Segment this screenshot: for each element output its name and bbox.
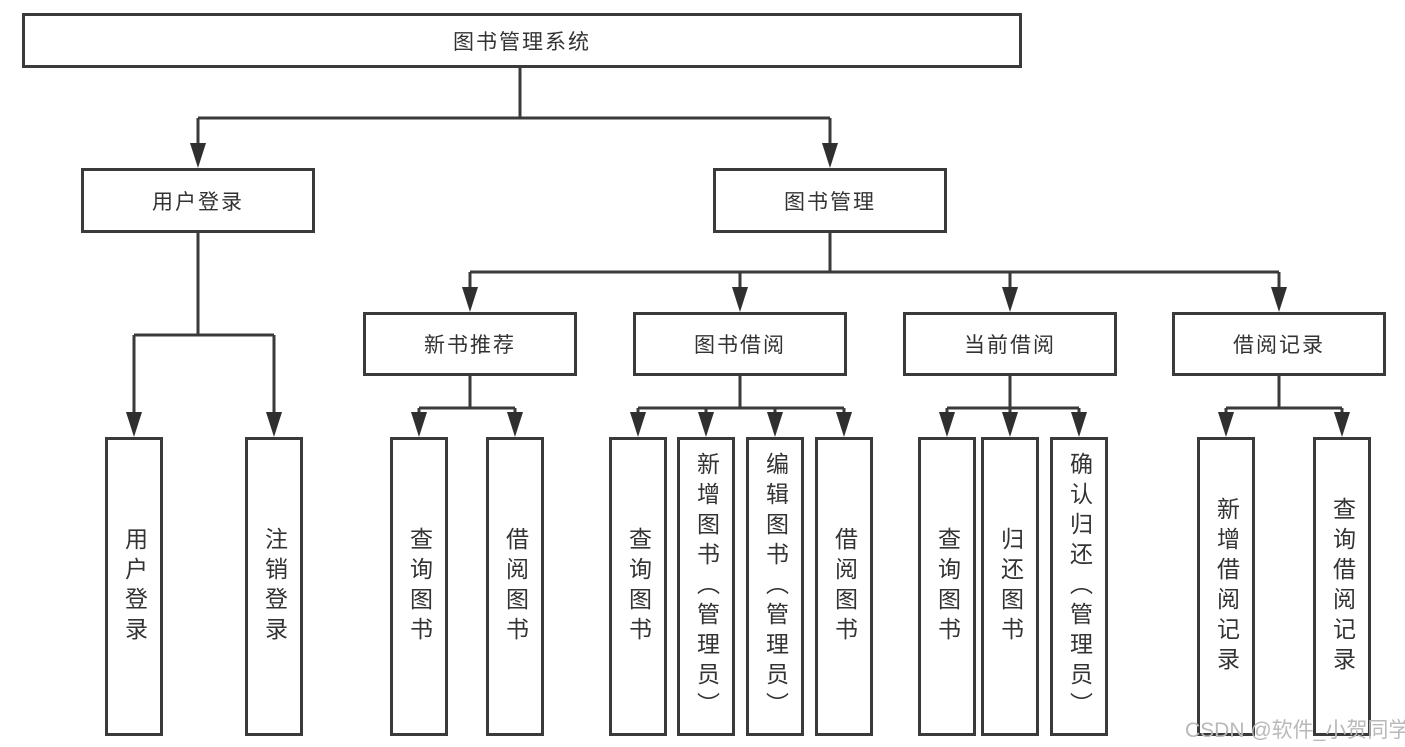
leaf-return-books: 归还图书	[981, 437, 1039, 736]
node-new-book-recommend: 新书推荐	[363, 312, 577, 376]
leaf-confirm-return-admin: 确认归还（管理员）	[1050, 437, 1108, 736]
leaf-recommend-query-books-label: 查询图书	[406, 526, 433, 647]
node-library-system: 图书管理系统	[22, 13, 1022, 68]
leaf-edit-books-admin-label: 编辑图书（管理员）	[762, 451, 789, 722]
leaf-borrow-query-books: 查询图书	[609, 437, 667, 736]
node-user-login: 用户登录	[81, 168, 315, 233]
node-book-borrow-label: 图书借阅	[694, 334, 786, 357]
leaf-recommend-borrow-books-label: 借阅图书	[502, 526, 529, 647]
node-new-book-recommend-label: 新书推荐	[424, 334, 516, 357]
csdn-watermark: CSDN @软件_小贺同学	[1185, 719, 1405, 742]
node-book-management-label: 图书管理	[784, 190, 876, 214]
leaf-recommend-borrow-books: 借阅图书	[486, 437, 544, 736]
node-current-borrow: 当前借阅	[903, 312, 1117, 376]
node-book-borrow: 图书借阅	[633, 312, 847, 376]
leaf-logout-label: 注销登录	[261, 526, 288, 647]
leaf-borrow-books: 借阅图书	[815, 437, 873, 736]
leaf-query-borrow-record-label: 查询借阅记录	[1329, 496, 1356, 677]
leaf-borrow-query-books-label: 查询图书	[625, 526, 652, 647]
leaf-logout: 注销登录	[245, 437, 303, 736]
node-book-management: 图书管理	[713, 168, 947, 233]
leaf-user-login-label: 用户登录	[121, 526, 148, 647]
leaf-add-books-admin-label: 新增图书（管理员）	[693, 451, 720, 722]
leaf-current-query-books-label: 查询图书	[934, 526, 961, 647]
leaf-add-borrow-record-label: 新增借阅记录	[1213, 496, 1240, 677]
leaf-add-borrow-record: 新增借阅记录	[1197, 437, 1255, 736]
leaf-edit-books-admin: 编辑图书（管理员）	[746, 437, 804, 736]
leaf-add-books-admin: 新增图书（管理员）	[677, 437, 735, 736]
leaf-borrow-books-label: 借阅图书	[831, 526, 858, 647]
node-current-borrow-label: 当前借阅	[964, 334, 1056, 357]
node-borrow-records: 借阅记录	[1172, 312, 1386, 376]
leaf-confirm-return-admin-label: 确认归还（管理员）	[1066, 451, 1093, 722]
leaf-current-query-books: 查询图书	[918, 437, 976, 736]
node-user-login-label: 用户登录	[152, 190, 244, 214]
leaf-user-login: 用户登录	[105, 437, 163, 736]
node-library-system-label: 图书管理系统	[453, 30, 591, 54]
leaf-recommend-query-books: 查询图书	[390, 437, 448, 736]
leaf-return-books-label: 归还图书	[997, 526, 1024, 647]
leaf-query-borrow-record: 查询借阅记录	[1313, 437, 1371, 736]
node-borrow-records-label: 借阅记录	[1233, 334, 1325, 357]
